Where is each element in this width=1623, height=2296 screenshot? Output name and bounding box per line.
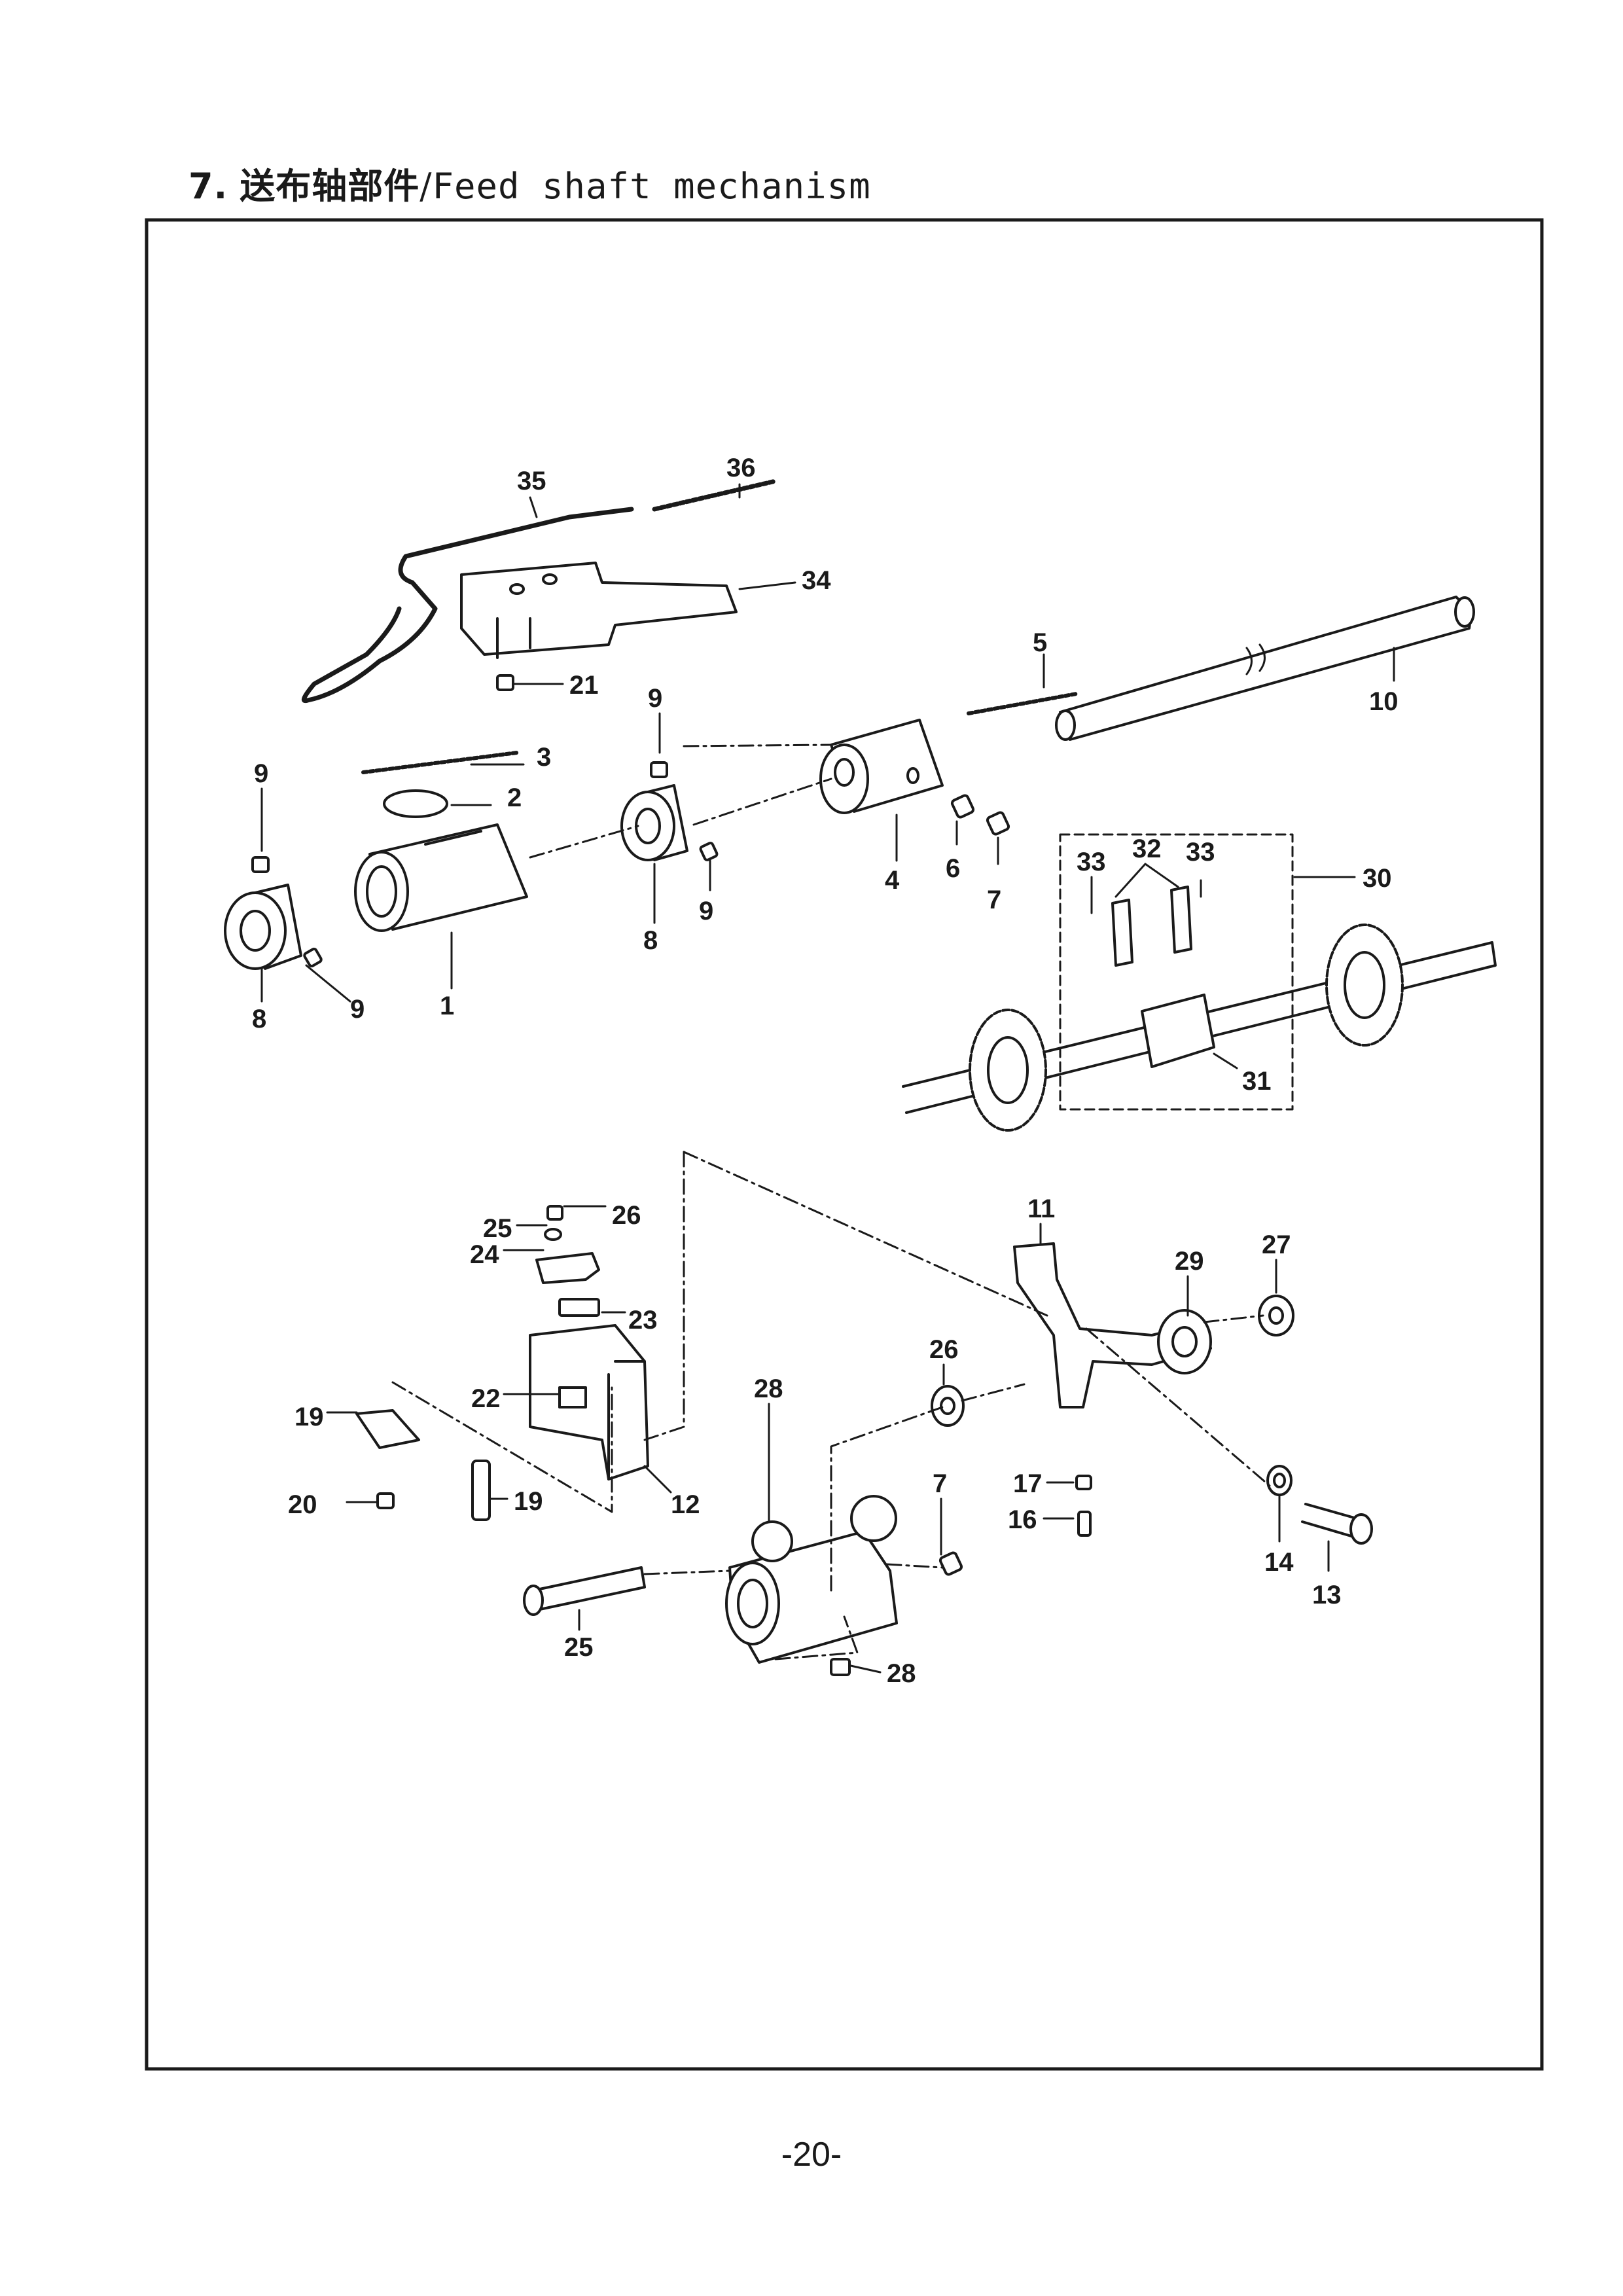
wire-part-5 — [967, 692, 1079, 715]
callout-21: 23 — [628, 1306, 658, 1335]
callout-9-left-top: 9 — [254, 759, 268, 788]
wire-part-35 — [301, 507, 634, 704]
callout-6: 6 — [946, 854, 960, 883]
callout-36: 36 — [726, 454, 756, 482]
plate-part-21 — [558, 1298, 600, 1317]
collar-part-8-left — [224, 884, 302, 970]
callout-8-right: 8 — [643, 926, 658, 955]
callout-9-mid: 9 — [699, 897, 713, 925]
collar-part-8-right — [620, 784, 688, 861]
page-title: 7. 送布轴部件/Feed shaft mechanism — [188, 157, 871, 209]
stud-part-18 — [471, 1460, 491, 1521]
gear-assembly-part-30 — [902, 833, 1497, 1132]
callout-29: 29 — [1175, 1247, 1204, 1276]
callout-25: 25 — [564, 1633, 594, 1662]
callout-22: 24 — [470, 1240, 499, 1269]
callout-15: 16 — [1008, 1505, 1037, 1534]
arm-part-27 — [725, 1495, 898, 1664]
block-part-12 — [529, 1324, 649, 1480]
callout-5: 5 — [1033, 628, 1047, 657]
title-chinese: 送布轴部件 — [240, 166, 420, 207]
callout-19-bottom: 20 — [288, 1490, 317, 1519]
feed-shaft-part-10 — [1055, 596, 1475, 741]
callout-27: 28 — [754, 1374, 783, 1403]
screw-part-13 — [1301, 1503, 1373, 1545]
feed-lever-part-34 — [460, 562, 738, 659]
callout-35: 35 — [517, 467, 546, 495]
callout-13: 13 — [1312, 1581, 1342, 1609]
callout-20: 22 — [471, 1384, 501, 1413]
callout-28: 28 — [887, 1659, 916, 1688]
wire-part-36 — [652, 478, 778, 512]
title-number: 7. — [188, 166, 228, 207]
callout-31: 31 — [1242, 1067, 1272, 1096]
callout-9-top: 9 — [648, 684, 662, 713]
callout-33-right: 33 — [1186, 838, 1215, 867]
spring-part-3 — [361, 751, 519, 774]
callout-1: 1 — [440, 992, 454, 1020]
callout-10: 10 — [1369, 687, 1399, 716]
callout-8-left: 8 — [252, 1005, 266, 1033]
page-number: -20- — [781, 2136, 842, 2174]
callout-4: 4 — [885, 866, 900, 895]
callout-30: 30 — [1363, 864, 1392, 893]
set-screw-icons — [251, 674, 1010, 1576]
eccentric-part-4 — [819, 719, 944, 814]
callout-32: 32 — [1132, 834, 1162, 863]
diagram-border — [145, 218, 1544, 2071]
callout-3: 3 — [537, 743, 551, 772]
callout-34: 34 — [802, 566, 831, 595]
assembly-guide-lines — [391, 744, 1271, 1660]
callout-16: 17 — [1013, 1469, 1043, 1498]
title-english: Feed shaft mechanism — [432, 166, 871, 207]
callout-9-left-bottom: 9 — [350, 995, 365, 1024]
leader-lines — [260, 483, 1395, 1674]
sleeve-part-1 — [354, 823, 528, 932]
callout-labels: 36 35 34 21 9 5 10 3 2 9 4 6 7 8 9 1 9 8… — [252, 454, 1399, 1688]
title-separator: / — [419, 166, 433, 207]
callout-11: 11 — [1027, 1194, 1055, 1223]
callout-12: 12 — [671, 1490, 700, 1519]
crank-part-11 — [1013, 1242, 1212, 1408]
callout-2: 2 — [507, 783, 522, 812]
callout-7-top: 7 — [987, 886, 1001, 914]
callout-26-right: 27 — [1262, 1230, 1291, 1259]
callout-33-left: 33 — [1077, 848, 1106, 876]
screw-part-25 — [523, 1566, 646, 1616]
callout-17: 19 — [294, 1403, 324, 1431]
callout-19-top: 21 — [569, 671, 599, 700]
disc-part-2 — [383, 789, 448, 818]
spring-plate-part-22 — [535, 1252, 600, 1284]
washer-icons — [544, 1205, 1294, 1676]
callout-26-left: 26 — [929, 1335, 959, 1364]
callout-23: 25 — [483, 1214, 512, 1243]
callout-24: 26 — [612, 1201, 641, 1230]
callout-18: 19 — [514, 1487, 543, 1516]
plate-part-17 — [355, 1409, 420, 1449]
callout-14: 14 — [1264, 1548, 1294, 1577]
callout-7-bottom: 7 — [933, 1469, 947, 1498]
